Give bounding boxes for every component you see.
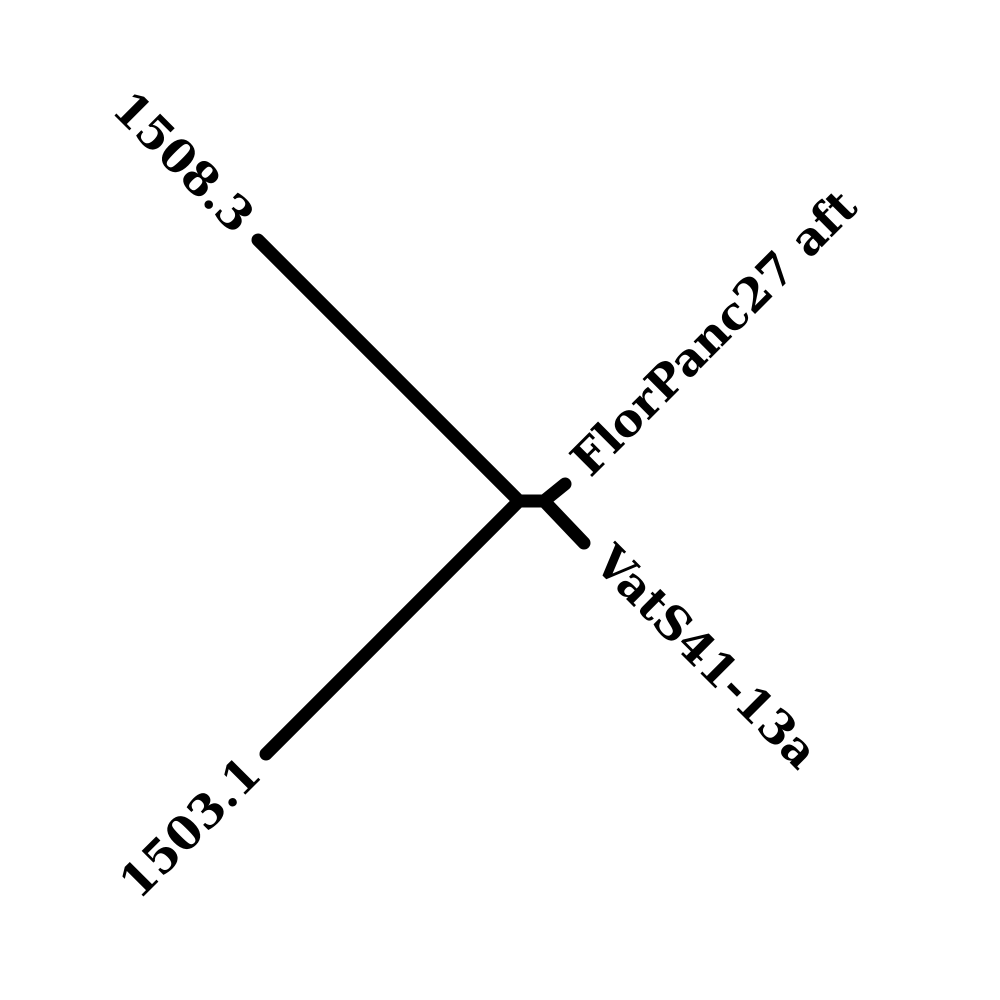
tip-label-florpanc27-aft: FlorPanc27 aft	[560, 178, 868, 486]
branch-1503-1	[259, 494, 526, 761]
tip-labels: 1508.3 1503.1 FlorPanc27 aft VatS41-13a	[102, 81, 868, 909]
branch-vats41-13a	[537, 494, 591, 550]
tip-label-1508-3: 1508.3	[102, 81, 265, 244]
tip-label-1503-1: 1503.1	[109, 746, 272, 909]
tip-label-vats41-13a: VatS41-13a	[583, 533, 829, 779]
branches	[251, 233, 591, 761]
branch-1508-3	[251, 233, 526, 508]
